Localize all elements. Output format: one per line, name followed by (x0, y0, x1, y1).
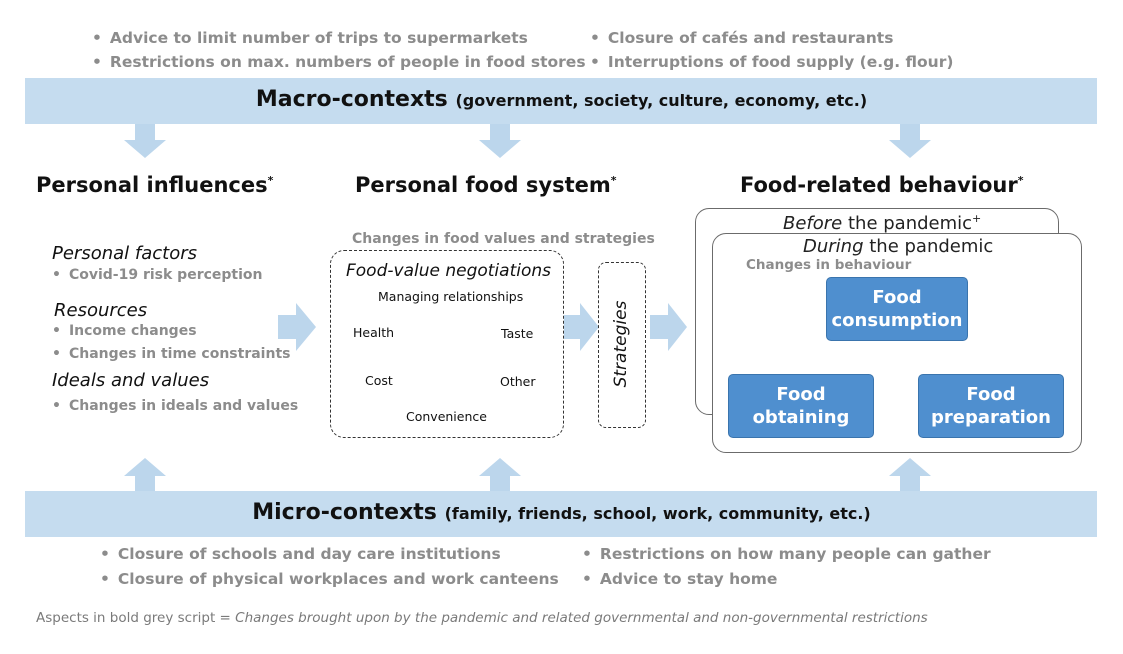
heading-behaviour-text: Food-related behaviour (740, 173, 1018, 197)
micro-bullets-left: Closure of schools and day care institut… (100, 542, 559, 592)
heading-personal-influences: Personal influences* (36, 173, 273, 197)
up-arrow-right (889, 458, 931, 492)
list-item: Advice to limit number of trips to super… (92, 26, 586, 50)
personal-factors-label: Personal factors (52, 243, 197, 264)
heading-personal-influences-text: Personal influences (36, 173, 268, 197)
heading-mark: * (1017, 174, 1024, 187)
macro-title-text: Macro-contexts (255, 87, 448, 112)
list-item: Restrictions on max. numbers of people i… (92, 50, 586, 74)
list-item: Changes in time constraints (52, 343, 291, 366)
food-consumption-box: Food consumption (826, 277, 968, 341)
macro-title: Macro-contexts (government, society, cul… (0, 87, 1123, 112)
macro-subtitle: (government, society, culture, economy, … (455, 91, 868, 110)
list-item: Changes in ideals and values (52, 396, 298, 416)
list-item: Income changes (52, 320, 290, 343)
negotiations-label: Food-value negotiations (346, 261, 551, 281)
during-em: During (803, 236, 864, 257)
node-convenience: Convenience (406, 409, 487, 424)
resources-label: Resources (54, 300, 148, 321)
ideals-list: Changes in ideals and values (52, 396, 298, 416)
micro-title-text: Micro-contexts (252, 500, 437, 525)
down-arrow-left (124, 124, 166, 158)
footnote-italic: Changes brought upon by the pandemic and… (235, 610, 928, 626)
list-item: Interruptions of food supply (e.g. flour… (590, 50, 954, 74)
list-item: Covid-19 risk perception (52, 265, 263, 285)
list-item: Restrictions on how many people can gath… (582, 542, 991, 567)
heading-food-system-text: Personal food system (355, 173, 611, 197)
footnote-prefix: Aspects in bold grey script = (36, 610, 236, 626)
node-cost: Cost (365, 373, 393, 388)
micro-bullets-right: Restrictions on how many people can gath… (582, 542, 991, 592)
node-managing-relationships: Managing relationships (378, 289, 524, 304)
macro-band (25, 78, 1097, 124)
list-item: Closure of schools and day care institut… (100, 542, 559, 567)
before-rest: the pandemic (842, 213, 973, 234)
heading-mark: * (267, 174, 274, 187)
list-item: Advice to stay home (582, 567, 991, 592)
heading-mark: * (610, 174, 617, 187)
down-arrow-middle (479, 124, 521, 158)
behaviour-changes-label: Changes in behaviour (746, 257, 912, 273)
flow-arrow-2 (562, 303, 599, 351)
heading-personal-food-system: Personal food system* (355, 173, 617, 197)
strategies-box (598, 262, 646, 428)
footnote: Aspects in bold grey script = Changes br… (36, 610, 928, 626)
micro-band (25, 491, 1097, 537)
ideals-label: Ideals and values (52, 370, 210, 391)
food-value-negotiations-box (330, 250, 564, 438)
node-health: Health (353, 325, 395, 340)
node-taste: Taste (501, 326, 534, 341)
node-other: Other (500, 374, 536, 389)
list-item: Closure of cafés and restaurants (590, 26, 953, 50)
before-em: Before (783, 213, 843, 234)
flow-arrow-3 (650, 303, 687, 351)
strategies-label: Strategies (611, 300, 631, 388)
resources-list: Income changes Changes in time constrain… (52, 320, 291, 366)
down-arrow-right (889, 124, 931, 158)
before-mark: + (972, 212, 982, 225)
during-pandemic-label: During the pandemic (803, 236, 993, 257)
heading-food-behaviour: Food-related behaviour* (740, 173, 1023, 197)
macro-bullets-left: Advice to limit number of trips to super… (92, 26, 586, 74)
up-arrow-left (124, 458, 166, 492)
micro-subtitle: (family, friends, school, work, communit… (444, 504, 871, 523)
food-values-changes-label: Changes in food values and strategies (352, 231, 655, 247)
macro-bullets-right: Closure of cafés and restaurants Interru… (590, 26, 954, 74)
food-preparation-box: Food preparation (918, 374, 1064, 438)
before-pandemic-label: Before the pandemic+ (783, 212, 981, 234)
list-item: Closure of physical workplaces and work … (100, 567, 559, 592)
personal-factors-list: Covid-19 risk perception (52, 265, 263, 285)
up-arrow-middle (479, 458, 521, 492)
micro-title: Micro-contexts (family, friends, school,… (0, 500, 1123, 525)
during-rest: the pandemic (863, 236, 994, 257)
food-obtaining-box: Food obtaining (728, 374, 874, 438)
